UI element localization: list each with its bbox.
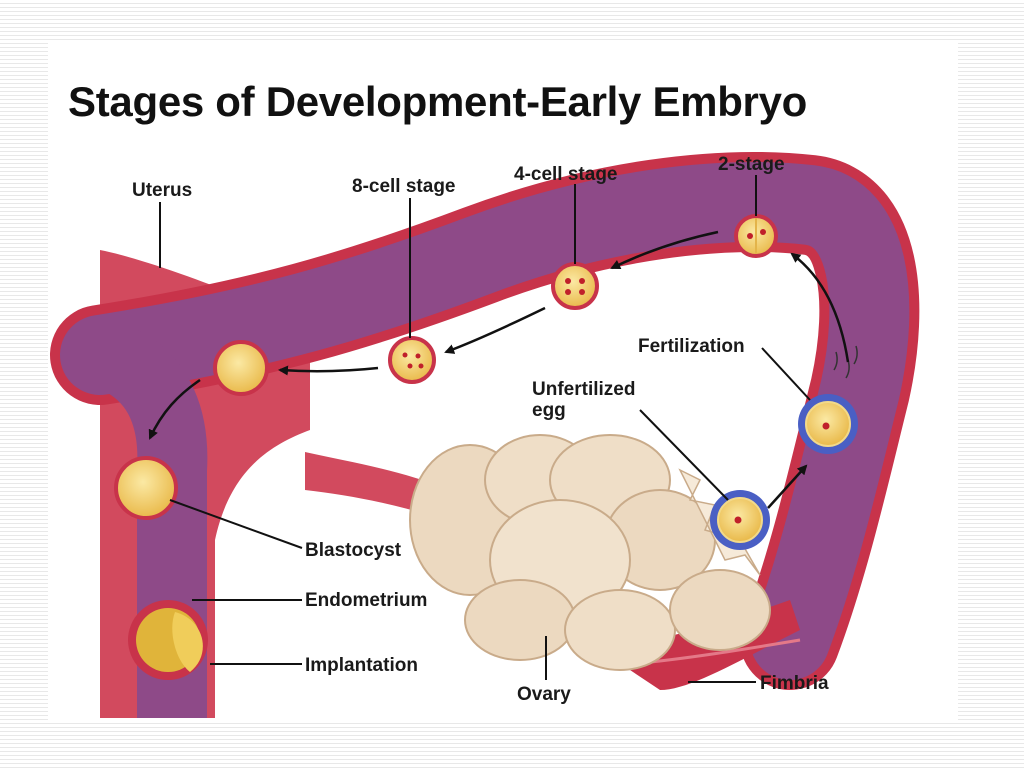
label-eight-cell-stage: 8-cell stage [352, 176, 456, 197]
development-arrows [148, 230, 850, 509]
blastocyst-cell [114, 456, 178, 520]
uterine-cavity [102, 328, 208, 718]
leader-lines [159, 175, 811, 683]
fertilized-egg [798, 394, 858, 454]
oviduct-lumen [60, 162, 910, 680]
label-uterus: Uterus [132, 180, 192, 201]
implantation-site [128, 600, 208, 680]
morula-cell [213, 340, 269, 396]
label-two-stage: 2-stage [718, 154, 785, 175]
eight-cell-embryo [388, 336, 436, 384]
label-implantation: Implantation [305, 655, 418, 676]
label-endometrium: Endometrium [305, 590, 427, 611]
ovary [409, 434, 771, 671]
label-fertilization: Fertilization [638, 336, 745, 357]
label-four-cell-stage: 4-cell stage [514, 164, 618, 185]
two-cell-embryo [734, 214, 778, 258]
label-unfertilized: Unfertilized [532, 379, 635, 400]
label-blastocyst: Blastocyst [305, 540, 402, 561]
page-title: Stages of Development-Early Embryo [68, 78, 808, 125]
label-ovary: Ovary [517, 684, 571, 705]
unfertilized-egg [710, 490, 770, 550]
label-egg: egg [532, 400, 566, 421]
label-fimbria: Fimbria [760, 673, 829, 694]
four-cell-embryo [551, 262, 599, 310]
